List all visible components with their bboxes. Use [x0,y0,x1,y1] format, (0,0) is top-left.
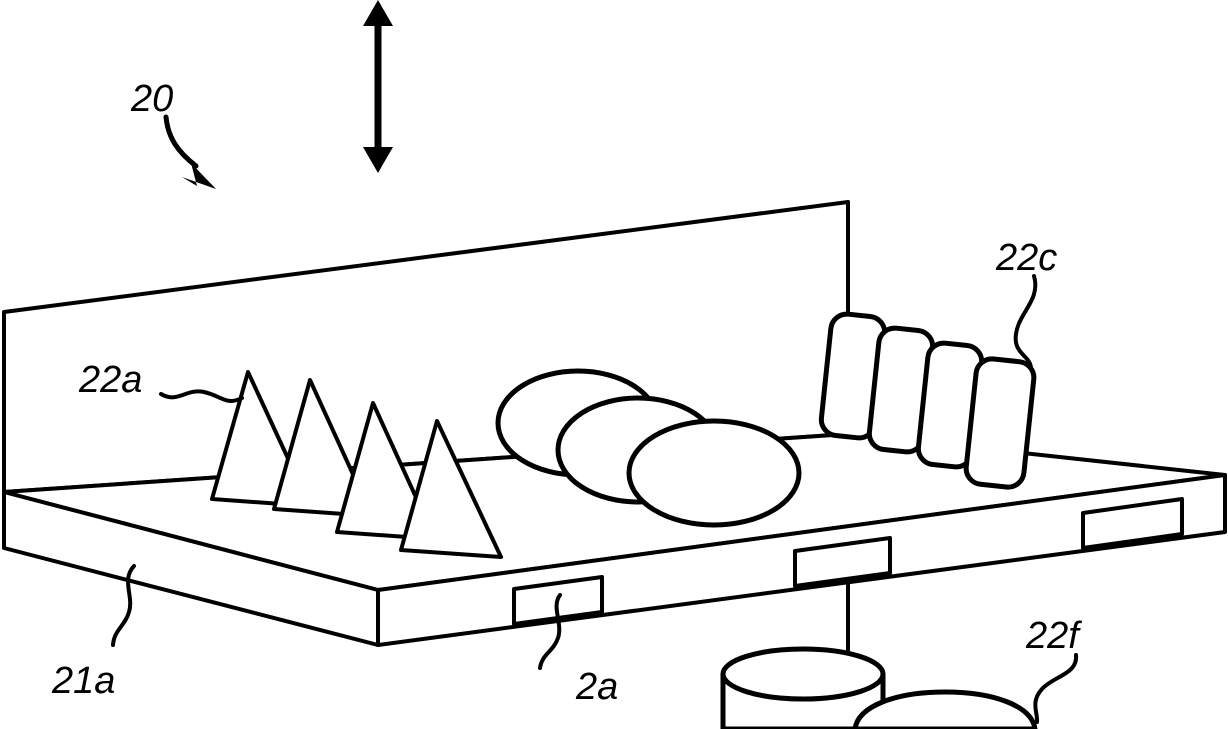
triangle-article-group [210,370,503,559]
leader-line-tray [111,564,136,647]
tray-slot [793,536,892,588]
leader-line-triangles [159,389,244,403]
leader-line-cylinders [1033,653,1079,724]
triangle-article [399,419,503,559]
cylinder-article-top [720,646,886,702]
double-headed-arrow-icon [363,0,393,173]
rounded-rect-article [963,356,1037,490]
triangle-article [272,378,374,518]
label-rounded-rect-group: 22c [995,237,1057,279]
leader-line-slot [538,593,562,670]
rounded-rect-article-group [818,311,1037,490]
triangle-article [335,401,437,541]
ellipse-article [626,418,802,528]
ellipse-article-group [495,368,802,528]
label-triangles-group: 22a [78,359,142,401]
cylinder-article-group [720,646,1038,729]
label-assembly: 20 [130,78,173,120]
leader-line-rounded-rects [1013,274,1038,370]
cylinder-article [852,689,1038,729]
assembly-leader-arrow-icon [163,114,216,189]
tray-slot [1081,497,1184,550]
label-slot: 2a [575,666,618,708]
label-cylinder-group: 22f [1025,615,1082,657]
label-tray: 21a [51,660,115,702]
